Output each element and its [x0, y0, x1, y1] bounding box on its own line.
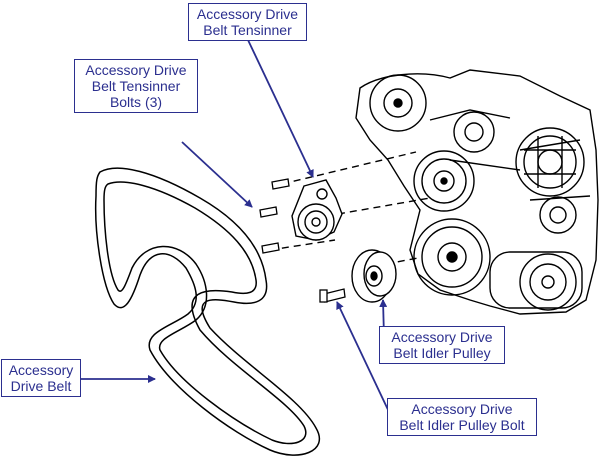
- alignment-lines: [269, 151, 431, 265]
- callout-drive-belt-line1: Accessory: [8, 362, 74, 378]
- idler-pulley: [351, 249, 397, 303]
- callout-tensioner-line1: Accessory Drive: [196, 6, 299, 22]
- callout-tensioner-bolts: Accessory Drive Belt Tensinner Bolts (3): [74, 59, 198, 113]
- callout-idler-pulley-bolt: Accessory Drive Belt Idler Pulley Bolt: [387, 398, 537, 436]
- leader-arrow-tensioner: [247, 39, 314, 178]
- leader-arrow-tensioner-bolts: [181, 141, 253, 208]
- callout-idler-pulley-bolt-line1: Accessory Drive: [411, 401, 513, 417]
- leader-arrow-idler-pulley-bolt: [336, 301, 391, 415]
- callout-drive-belt-line2: Drive Belt: [10, 378, 72, 394]
- callout-tensioner-bolts-line1: Accessory Drive: [85, 62, 187, 78]
- callout-tensioner-line2: Belt Tensinner: [203, 22, 292, 38]
- accessory-drive-belt: [94, 167, 321, 456]
- callout-drive-belt: Accessory Drive Belt: [1, 359, 81, 397]
- belt-tensioner: [291, 179, 343, 241]
- engine-front: [355, 69, 599, 315]
- callout-tensioner-bolts-line2: Belt Tensinner: [91, 78, 181, 94]
- callout-tensioner-bolts-line3: Bolts (3): [109, 94, 163, 110]
- callout-idler-pulley-line2: Belt Idler Pulley: [393, 345, 491, 361]
- callout-idler-pulley: Accessory Drive Belt Idler Pulley: [379, 326, 505, 364]
- callout-tensioner: Accessory Drive Belt Tensinner: [188, 3, 307, 41]
- callout-idler-pulley-bolt-line2: Belt Idler Pulley Bolt: [399, 417, 525, 433]
- tensioner-bolts: [259, 178, 290, 254]
- idler-pulley-bolt: [319, 288, 346, 303]
- callout-idler-pulley-line1: Accessory Drive: [391, 329, 493, 345]
- leader-arrows: [80, 39, 391, 415]
